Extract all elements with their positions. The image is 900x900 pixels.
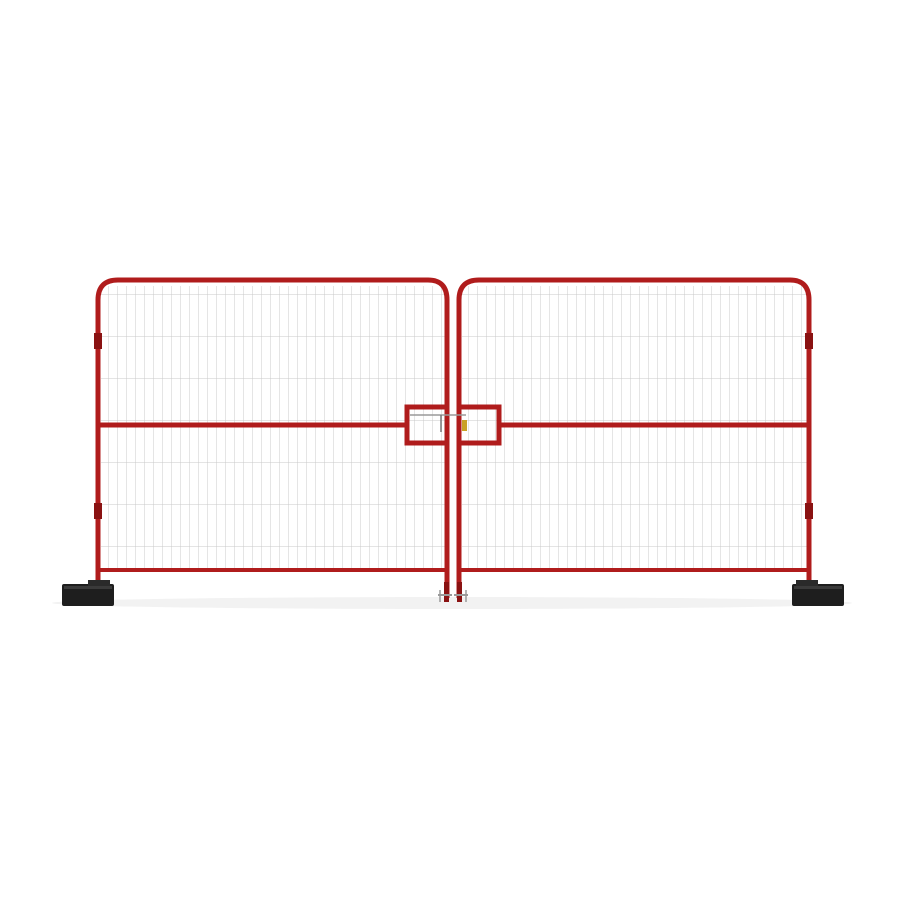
right-clamp-top: [805, 333, 813, 349]
right-frame: [456, 277, 812, 598]
left-foot-block: [62, 580, 114, 606]
gate-latch-assembly: [404, 404, 502, 446]
ground-bolts: [438, 582, 468, 602]
ground-shadow: [52, 597, 852, 609]
left-latch-box: [404, 404, 450, 446]
right-mesh: [462, 286, 807, 570]
right-clamp-bottom: [805, 503, 813, 519]
left-bolt: [444, 582, 449, 602]
left-clamp-top: [94, 333, 102, 349]
left-frame: [95, 277, 450, 598]
left-mesh: [101, 286, 445, 570]
left-clamp-bottom: [94, 503, 102, 519]
right-fence-panel: [456, 277, 813, 598]
left-fence-panel: [94, 277, 450, 598]
padlock-icon: [462, 420, 467, 431]
right-foot-block: [792, 580, 844, 606]
right-bolt: [457, 582, 462, 602]
right-latch-box: [456, 404, 502, 446]
